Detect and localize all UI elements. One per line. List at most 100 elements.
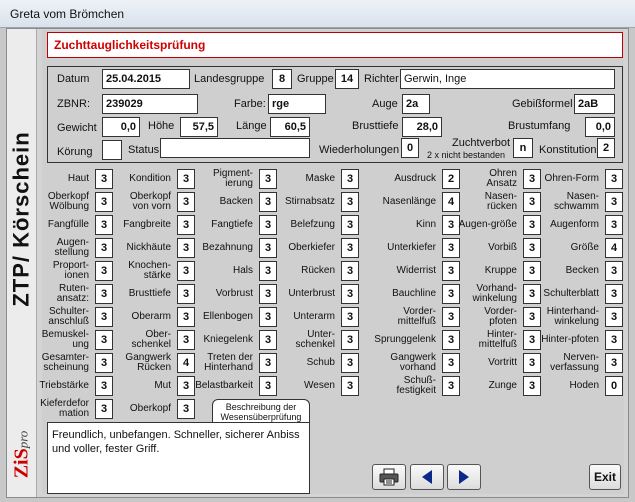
rating-cell: Bezahnung3 <box>187 237 277 259</box>
rating-cell: Treten der Hinterhand3 <box>187 352 277 374</box>
rating-cell: Gangwerk vorhand3 <box>370 352 460 374</box>
rating-cell: Unterarm3 <box>269 306 359 328</box>
rating-cell: Augenform3 <box>533 214 623 236</box>
rating-value[interactable]: 3 <box>605 284 623 304</box>
rating-cell: Kniegelenk3 <box>187 329 277 351</box>
previous-button[interactable] <box>410 464 444 490</box>
rating-label: Unter-schenkel <box>275 329 335 351</box>
auge-field[interactable]: 2a <box>402 94 430 114</box>
rating-value[interactable]: 3 <box>605 353 623 373</box>
description-tab[interactable]: Beschreibung der Wesensüberprüfung <box>212 399 310 423</box>
farbe-field[interactable]: rge <box>268 94 326 114</box>
rating-cell: Kruppe3 <box>451 260 541 282</box>
rating-label: Augen-größe <box>457 214 517 236</box>
rating-value[interactable]: 4 <box>605 238 623 258</box>
rating-label: Hinter-pfoten <box>539 329 599 351</box>
rating-label: Hals <box>193 260 253 282</box>
rating-label: Kinn <box>376 214 436 236</box>
landesgruppe-field[interactable]: 8 <box>272 69 292 89</box>
rating-cell: Gangwerk Rücken4 <box>105 352 195 374</box>
rating-cell: Ellenbogen3 <box>187 306 277 328</box>
rating-label: Kondition <box>111 168 171 190</box>
rating-label: Brusttiefe <box>111 283 171 305</box>
brusttiefe-field[interactable]: 28,0 <box>402 117 442 137</box>
laenge-field[interactable]: 60,5 <box>270 117 310 137</box>
zbnr-label: ZBNR: <box>57 98 90 110</box>
rating-cell: Widerrist3 <box>370 260 460 282</box>
rating-value[interactable]: 3 <box>605 261 623 281</box>
rating-value[interactable]: 3 <box>341 353 359 373</box>
next-button[interactable] <box>447 464 481 490</box>
rating-value[interactable]: 3 <box>341 261 359 281</box>
status-field[interactable] <box>160 138 310 158</box>
rating-value[interactable]: 3 <box>177 399 195 419</box>
rating-label: Unterkiefer <box>376 237 436 259</box>
zbnr-field[interactable]: 239029 <box>102 94 198 114</box>
rating-label: Bauchline <box>376 283 436 305</box>
rating-value[interactable]: 3 <box>341 284 359 304</box>
rating-cell: Fangfülle3 <box>23 214 113 236</box>
rating-value[interactable]: 0 <box>605 376 623 396</box>
rating-label: Nasenlänge <box>376 191 436 213</box>
wiederholungen-field[interactable]: 0 <box>401 138 419 158</box>
rating-label: Nerven-verfassung <box>539 352 599 374</box>
exit-button[interactable]: Exit <box>589 464 621 490</box>
rating-label: Fangfülle <box>29 214 89 236</box>
rating-value[interactable]: 3 <box>341 307 359 327</box>
rating-cell: Vorhand-winkelung3 <box>451 283 541 305</box>
rating-cell: Zunge3 <box>451 375 541 397</box>
rating-label: Oberkopf <box>111 398 171 420</box>
rating-label: Gesamter-scheinung <box>29 352 89 374</box>
rating-value[interactable]: 3 <box>605 169 623 189</box>
rating-value[interactable]: 3 <box>341 169 359 189</box>
zuchtverbot-sublabel: 2 x nicht bestanden <box>427 150 505 160</box>
rating-value[interactable]: 3 <box>605 215 623 235</box>
rating-value[interactable]: 3 <box>341 192 359 212</box>
status-label: Status <box>128 144 159 156</box>
rating-label: Belastbarkeit <box>193 375 253 397</box>
konstitution-field[interactable]: 2 <box>597 138 615 158</box>
rating-value[interactable]: 3 <box>605 192 623 212</box>
rating-label: Schulterblatt <box>539 283 599 305</box>
rating-label: Unterbrust <box>275 283 335 305</box>
rating-value[interactable]: 3 <box>341 330 359 350</box>
rating-cell: Fangbreite3 <box>105 214 195 236</box>
rating-cell: Ober-schenkel3 <box>105 329 195 351</box>
koerung-field[interactable] <box>102 140 122 160</box>
gebiss-field[interactable]: 2aB <box>574 94 615 114</box>
rating-cell: Kinn3 <box>370 214 460 236</box>
logo-zis: ZiS <box>11 448 33 478</box>
rating-value[interactable]: 3 <box>341 238 359 258</box>
rating-value[interactable]: 3 <box>341 215 359 235</box>
richter-field[interactable]: Gerwin, Inge <box>400 69 615 89</box>
rating-label: Ausdruck <box>376 168 436 190</box>
rating-label: Backen <box>193 191 253 213</box>
koerung-label: Körung <box>57 146 92 158</box>
rating-value[interactable]: 3 <box>605 307 623 327</box>
rating-label: Gangwerk Rücken <box>111 352 171 374</box>
zuchtverbot-label: Zuchtverbot <box>452 137 510 149</box>
zuchtverbot-field[interactable]: n <box>513 138 533 158</box>
rating-label: Sprunggelenk <box>376 329 436 351</box>
rating-cell: Vorder-mittelfuß3 <box>370 306 460 328</box>
datum-field[interactable]: 25.04.2015 <box>102 69 190 89</box>
description-textarea[interactable]: Freundlich, unbefangen. Schneller, siche… <box>47 422 310 494</box>
rating-label: Gangwerk vorhand <box>376 352 436 374</box>
rating-cell: Maske 3 <box>269 168 359 190</box>
print-button[interactable] <box>372 464 406 490</box>
rating-label: Becken <box>539 260 599 282</box>
hoehe-field[interactable]: 57,5 <box>180 117 218 137</box>
gruppe-field[interactable]: 14 <box>335 69 359 89</box>
rating-value[interactable]: 3 <box>341 376 359 396</box>
brustumfang-field[interactable]: 0,0 <box>585 117 615 137</box>
rating-cell: Nasen-schwamm3 <box>533 191 623 213</box>
rating-label: Pigment-ierung <box>193 168 253 190</box>
rating-label: Maske <box>275 168 335 190</box>
rating-cell: Gesamter-scheinung3 <box>23 352 113 374</box>
brusttiefe-label: Brusttiefe <box>352 120 398 132</box>
logo-pro: pro <box>16 430 31 448</box>
gewicht-field[interactable]: 0,0 <box>102 117 140 137</box>
rating-cell: Kondition3 <box>105 168 195 190</box>
rating-value[interactable]: 3 <box>605 330 623 350</box>
rating-label: Fangtiefe <box>193 214 253 236</box>
